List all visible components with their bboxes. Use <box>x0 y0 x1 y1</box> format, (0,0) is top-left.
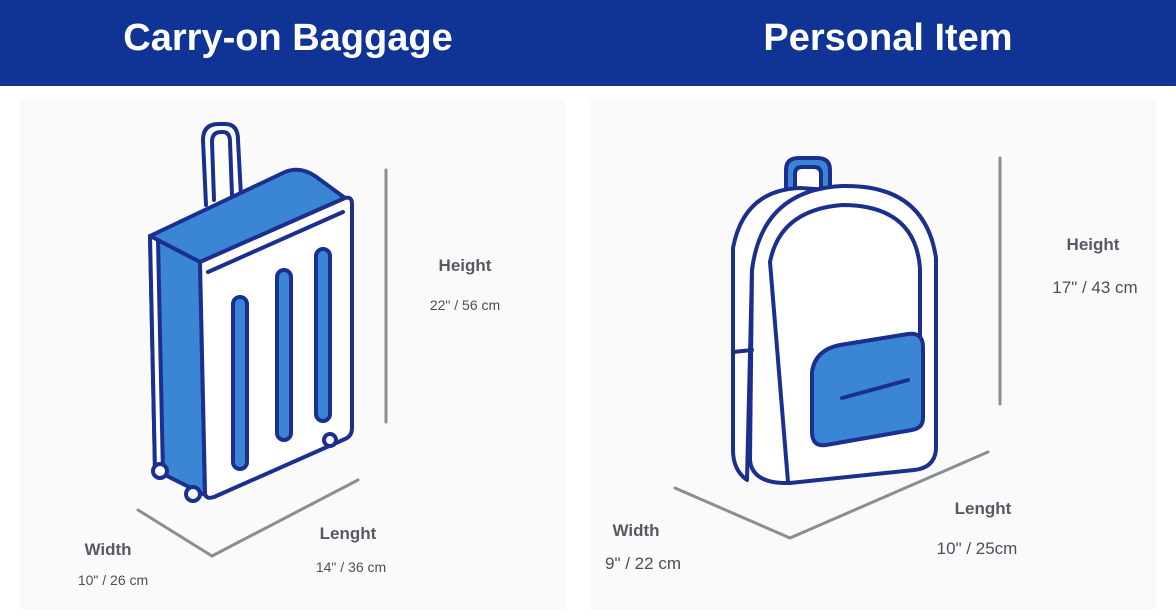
carry-on-length-label: Lenght <box>319 524 377 543</box>
personal-item-dimension-lines <box>673 156 1002 540</box>
suitcase-wheel-2 <box>184 485 202 503</box>
carry-on-width-label: Width <box>84 540 132 559</box>
suitcase-rib-3 <box>314 247 332 423</box>
personal-item-length-line <box>788 450 990 540</box>
carry-on-height-label: Height <box>438 256 492 275</box>
personal-item-title: Personal Item <box>763 17 1013 59</box>
carry-on-width-value: 10" / 26 cm <box>77 572 149 588</box>
carry-on-length-line <box>210 478 360 558</box>
suitcase-seam <box>206 210 345 274</box>
suitcase-icon <box>148 122 354 503</box>
suitcase-top <box>148 167 347 264</box>
carry-on-length-value: 14" / 36 cm <box>315 559 387 575</box>
personal-item-width-value: 9" / 22 cm <box>605 554 681 573</box>
backpack-pocket-zipper <box>840 378 910 400</box>
suitcase-wheel-3 <box>322 432 338 448</box>
backpack-side-seam <box>731 348 754 354</box>
carry-on-width-line <box>136 508 214 558</box>
header-bar: Carry-on Baggage Personal Item <box>0 0 1176 86</box>
personal-item-width-line <box>673 486 792 540</box>
personal-item-height-value: 17" / 43 cm <box>1052 278 1138 297</box>
suitcase-rib-2 <box>275 268 293 442</box>
suitcase-wheel-1 <box>151 462 169 480</box>
suitcase-handle-inner <box>210 130 234 202</box>
backpack-front-edge <box>768 260 790 484</box>
backpack-handle-inner <box>793 165 823 192</box>
carry-on-dimension-lines <box>136 168 388 558</box>
personal-item-width-label: Width <box>612 521 660 540</box>
suitcase-handle <box>201 122 243 207</box>
personal-item-length-label: Lenght <box>954 499 1012 518</box>
carry-on-height-value: 22" / 56 cm <box>429 297 501 313</box>
backpack-zipper-curve <box>768 203 922 337</box>
carry-on-title: Carry-on Baggage <box>123 17 453 59</box>
suitcase-rib-1 <box>231 295 249 471</box>
backpack-icon <box>731 156 938 486</box>
personal-item-length-value: 10" / 25cm <box>936 539 1018 558</box>
personal-item-height-label: Height <box>1066 235 1120 254</box>
